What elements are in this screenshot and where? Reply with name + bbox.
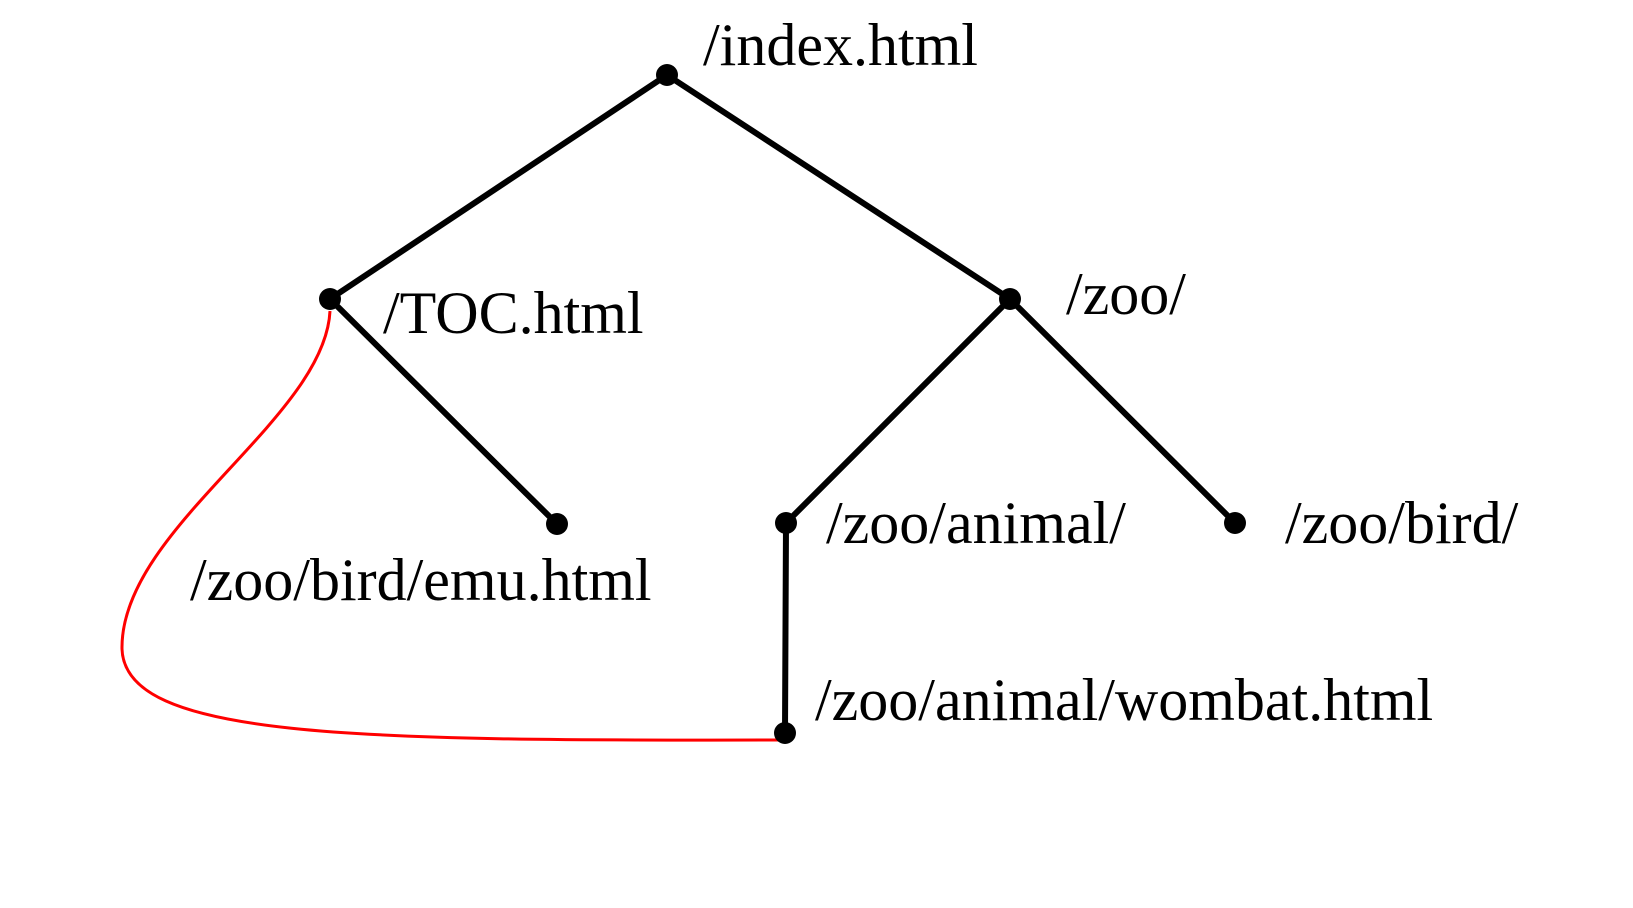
edge-animal-wombat <box>782 520 789 736</box>
node-label-zoo: /zoo/ <box>1066 261 1186 327</box>
edge-index-zoo <box>664 72 1013 302</box>
node-label-emu: /zoo/bird/emu.html <box>190 547 652 613</box>
edge-toc-emu <box>327 296 560 527</box>
node-label-toc: /TOC.html <box>383 280 644 346</box>
node-index <box>656 64 678 86</box>
node-toc <box>319 288 341 310</box>
edge-zoo-animal <box>783 296 1013 526</box>
node-bird <box>1224 512 1246 534</box>
node-emu <box>546 513 568 535</box>
node-label-bird: /zoo/bird/ <box>1285 490 1519 556</box>
node-label-wombat: /zoo/animal/wombat.html <box>815 667 1433 733</box>
node-animal <box>775 512 797 534</box>
node-label-animal: /zoo/animal/ <box>826 490 1126 556</box>
node-wombat <box>774 722 796 744</box>
node-label-index: /index.html <box>703 12 978 78</box>
node-zoo <box>999 288 1021 310</box>
cross-link-toc-wombat <box>120 310 786 742</box>
edge-index-toc <box>327 72 670 302</box>
edge-zoo-bird <box>1007 296 1238 526</box>
